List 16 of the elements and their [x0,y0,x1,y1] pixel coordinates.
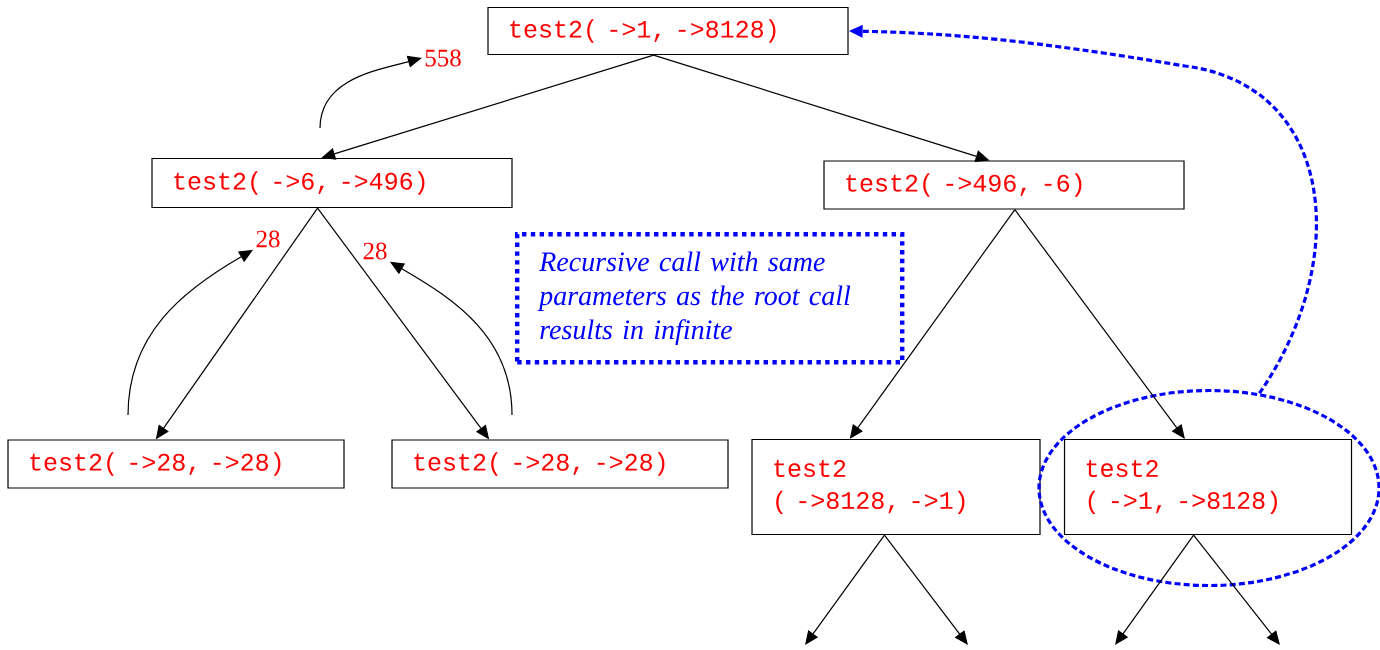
return-value: 28 [256,230,280,248]
call-box: test2( ->6, ->496) [151,157,513,209]
note-box: Recursive call with same parameters as the root call results in infinite [515,232,905,365]
call-box: test2( ->496, -6) [823,160,1185,210]
return-value: 28 [363,242,387,260]
arrow [805,534,886,645]
arrow [1193,534,1280,645]
arrow [1014,209,1185,439]
call-box: test2( ->1, ->8128) [487,6,849,56]
return-value: 558 [425,49,461,67]
arrow [883,534,968,645]
call-box: test2 ( ->8128, ->1) [751,438,1041,536]
call-box: test2 ( ->1, ->8128) [1063,438,1353,536]
call-box: test2( ->28, ->28) [391,439,729,489]
call-box: test2( ->28, ->28) [7,439,345,489]
arrow [1115,534,1195,645]
